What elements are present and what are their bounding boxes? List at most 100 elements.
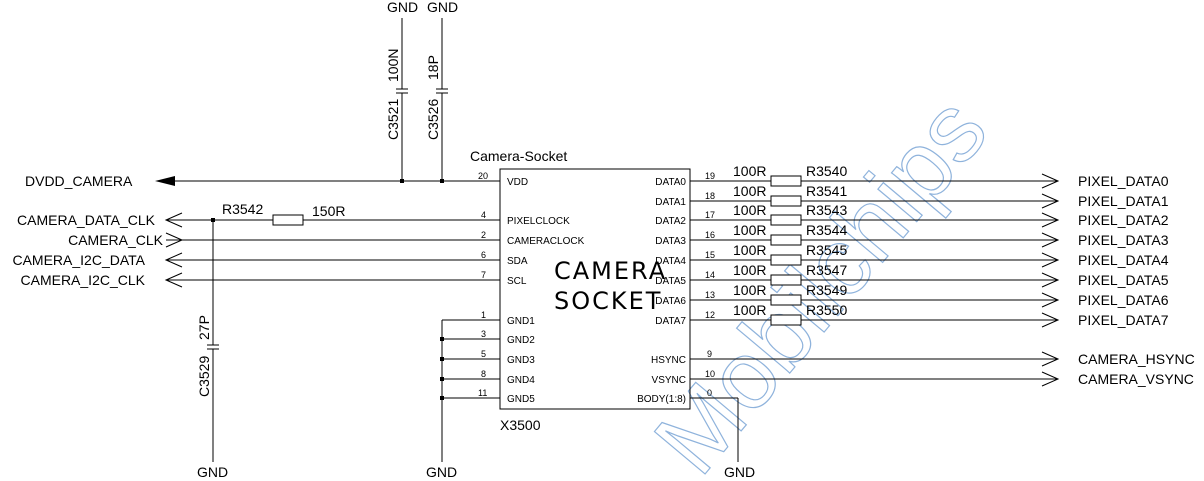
resistor-value: 100R — [733, 202, 766, 218]
left-pin-gnd3: 5 GND3 — [442, 349, 535, 366]
cap-ref: C3521 — [385, 99, 401, 140]
cap-value: 27P — [196, 315, 212, 340]
i2c-data-arrow-icon — [164, 252, 183, 268]
pin-number: 14 — [705, 270, 715, 280]
net-label: PIXEL_DATA1 — [1078, 193, 1169, 209]
output-arrow-icon — [1041, 193, 1060, 209]
cap-value: 18P — [425, 55, 441, 80]
output-arrow-icon — [1041, 351, 1060, 367]
cap-ref: C3526 — [425, 99, 441, 140]
camera-clk-arrow-icon — [165, 232, 184, 248]
left-pin-pixelclock: 4 PIXELCLOCK — [470, 210, 570, 227]
pin-number: 20 — [478, 171, 488, 181]
resistor-ref: R3545 — [806, 242, 847, 258]
resistor-ref: R3540 — [806, 163, 847, 179]
resistor-ref: R3549 — [806, 282, 847, 298]
net-label: CAMERA_HSYNC — [1078, 351, 1195, 367]
resistor-ref: R3543 — [806, 202, 847, 218]
hsync-line: CAMERA_HSYNC — [720, 351, 1195, 367]
right-pin-data1: 18 DATA1 — [655, 191, 720, 208]
resistor-value: 100R — [733, 183, 766, 199]
left-pin-gnd4: 8 GND4 — [442, 369, 535, 386]
pin-name: VSYNC — [652, 375, 686, 386]
capacitor-c3521: 100N C3521 — [385, 18, 408, 181]
resistor-ref: R3547 — [806, 262, 847, 278]
capacitor-c3529: 27P C3529 — [196, 220, 219, 462]
ic-body-label-line2: SOCKET — [554, 287, 662, 315]
pin-name: BODY(1:8) — [637, 394, 686, 405]
right-pin-data0: 19 DATA0 — [655, 171, 720, 188]
net-label: PIXEL_DATA7 — [1078, 312, 1169, 328]
left-pin-vdd: 20 VDD — [470, 171, 528, 188]
junction-dot — [440, 377, 444, 381]
net-label: PIXEL_DATA4 — [1078, 252, 1169, 268]
ic-title: Camera-Socket — [470, 148, 567, 164]
dvdd-arrow-icon — [155, 176, 175, 186]
gnd-label: GND — [387, 0, 418, 15]
right-pin-vsync: 10 VSYNC — [652, 369, 720, 386]
resistor-value: 100R — [733, 262, 766, 278]
pin-name: DATA4 — [655, 256, 686, 267]
pin-number: 13 — [705, 290, 715, 300]
pin-name: DATA2 — [655, 216, 686, 227]
resistor-ref: R3542 — [222, 201, 263, 217]
ic-body-label-line1: CAMERA — [554, 257, 667, 285]
camera-socket-body — [499, 168, 691, 410]
i2c-clk-net-label: CAMERA_I2C_CLK — [21, 272, 146, 288]
cap-ref: C3529 — [196, 356, 212, 397]
capacitor-c3526: 18P C3526 — [425, 18, 448, 181]
junction-dot — [440, 337, 444, 341]
data-line-0: 100R R3540 PIXEL_DATA0 — [720, 163, 1169, 189]
left-pin-gnd5: 11 GND5 — [442, 388, 535, 405]
output-arrow-icon — [1041, 252, 1060, 268]
pin-number: 18 — [705, 191, 715, 201]
data-line-1: 100R R3541 PIXEL_DATA1 — [720, 183, 1169, 209]
pin-name: DATA7 — [655, 316, 686, 327]
junction-dot — [440, 396, 444, 400]
resistor-ref: R3550 — [806, 302, 847, 318]
resistor-value: 100R — [733, 163, 766, 179]
net-label: CAMERA_VSYNC — [1078, 371, 1194, 387]
right-pin-body: 0 BODY(1:8) — [637, 388, 739, 462]
data-line-5: 100R R3547 PIXEL_DATA5 — [720, 262, 1169, 288]
pin-name: PIXELCLOCK — [507, 216, 570, 227]
pin-name: CAMERACLOCK — [507, 236, 585, 247]
gnd-label: GND — [197, 464, 228, 480]
pin-number: 5 — [481, 349, 486, 359]
right-pin-data4: 15 DATA4 — [655, 250, 720, 267]
right-pin-data7: 12 DATA7 — [655, 310, 720, 327]
data-line-7: 100R R3550 PIXEL_DATA7 — [720, 302, 1169, 328]
pin-name: VDD — [507, 177, 528, 188]
pin-number: 8 — [481, 369, 486, 379]
output-arrow-icon — [1041, 212, 1060, 228]
pin-name: GND2 — [507, 335, 535, 346]
pin-number: 9 — [707, 349, 712, 359]
pin-name: DATA0 — [655, 177, 686, 188]
pin-number: 0 — [707, 388, 712, 398]
pin-number: 2 — [481, 230, 486, 240]
i2c-data-net-label: CAMERA_I2C_DATA — [12, 252, 145, 268]
vsync-line: CAMERA_VSYNC — [720, 371, 1194, 387]
left-pin-sda: 6 SDA — [470, 250, 528, 267]
resistor-value: 100R — [733, 282, 766, 298]
left-pin-gnd1: 1 GND1 — [442, 310, 535, 327]
net-label: PIXEL_DATA3 — [1078, 232, 1169, 248]
pin-name: GND4 — [507, 375, 535, 386]
pin-number: 3 — [481, 329, 486, 339]
net-label: PIXEL_DATA5 — [1078, 272, 1169, 288]
resistor-value: 100R — [733, 222, 766, 238]
resistor-ref: R3541 — [806, 183, 847, 199]
gnd-label: GND — [724, 464, 755, 480]
right-pin-hsync: 9 HSYNC — [651, 349, 720, 366]
left-pin-gnd2: 3 GND2 — [442, 329, 535, 346]
pin-number: 4 — [481, 210, 486, 220]
right-pin-data3: 16 DATA3 — [655, 230, 720, 247]
resistor-value: 100R — [733, 242, 766, 258]
pin-number: 1 — [481, 310, 486, 320]
data-line-6: 100R R3549 PIXEL_DATA6 — [720, 282, 1169, 308]
output-arrow-icon — [1041, 371, 1060, 387]
pin-name: DATA3 — [655, 236, 686, 247]
camera-clk-net-label: CAMERA_CLK — [68, 232, 164, 248]
pin-name: GND3 — [507, 355, 535, 366]
output-arrow-icon — [1041, 232, 1060, 248]
